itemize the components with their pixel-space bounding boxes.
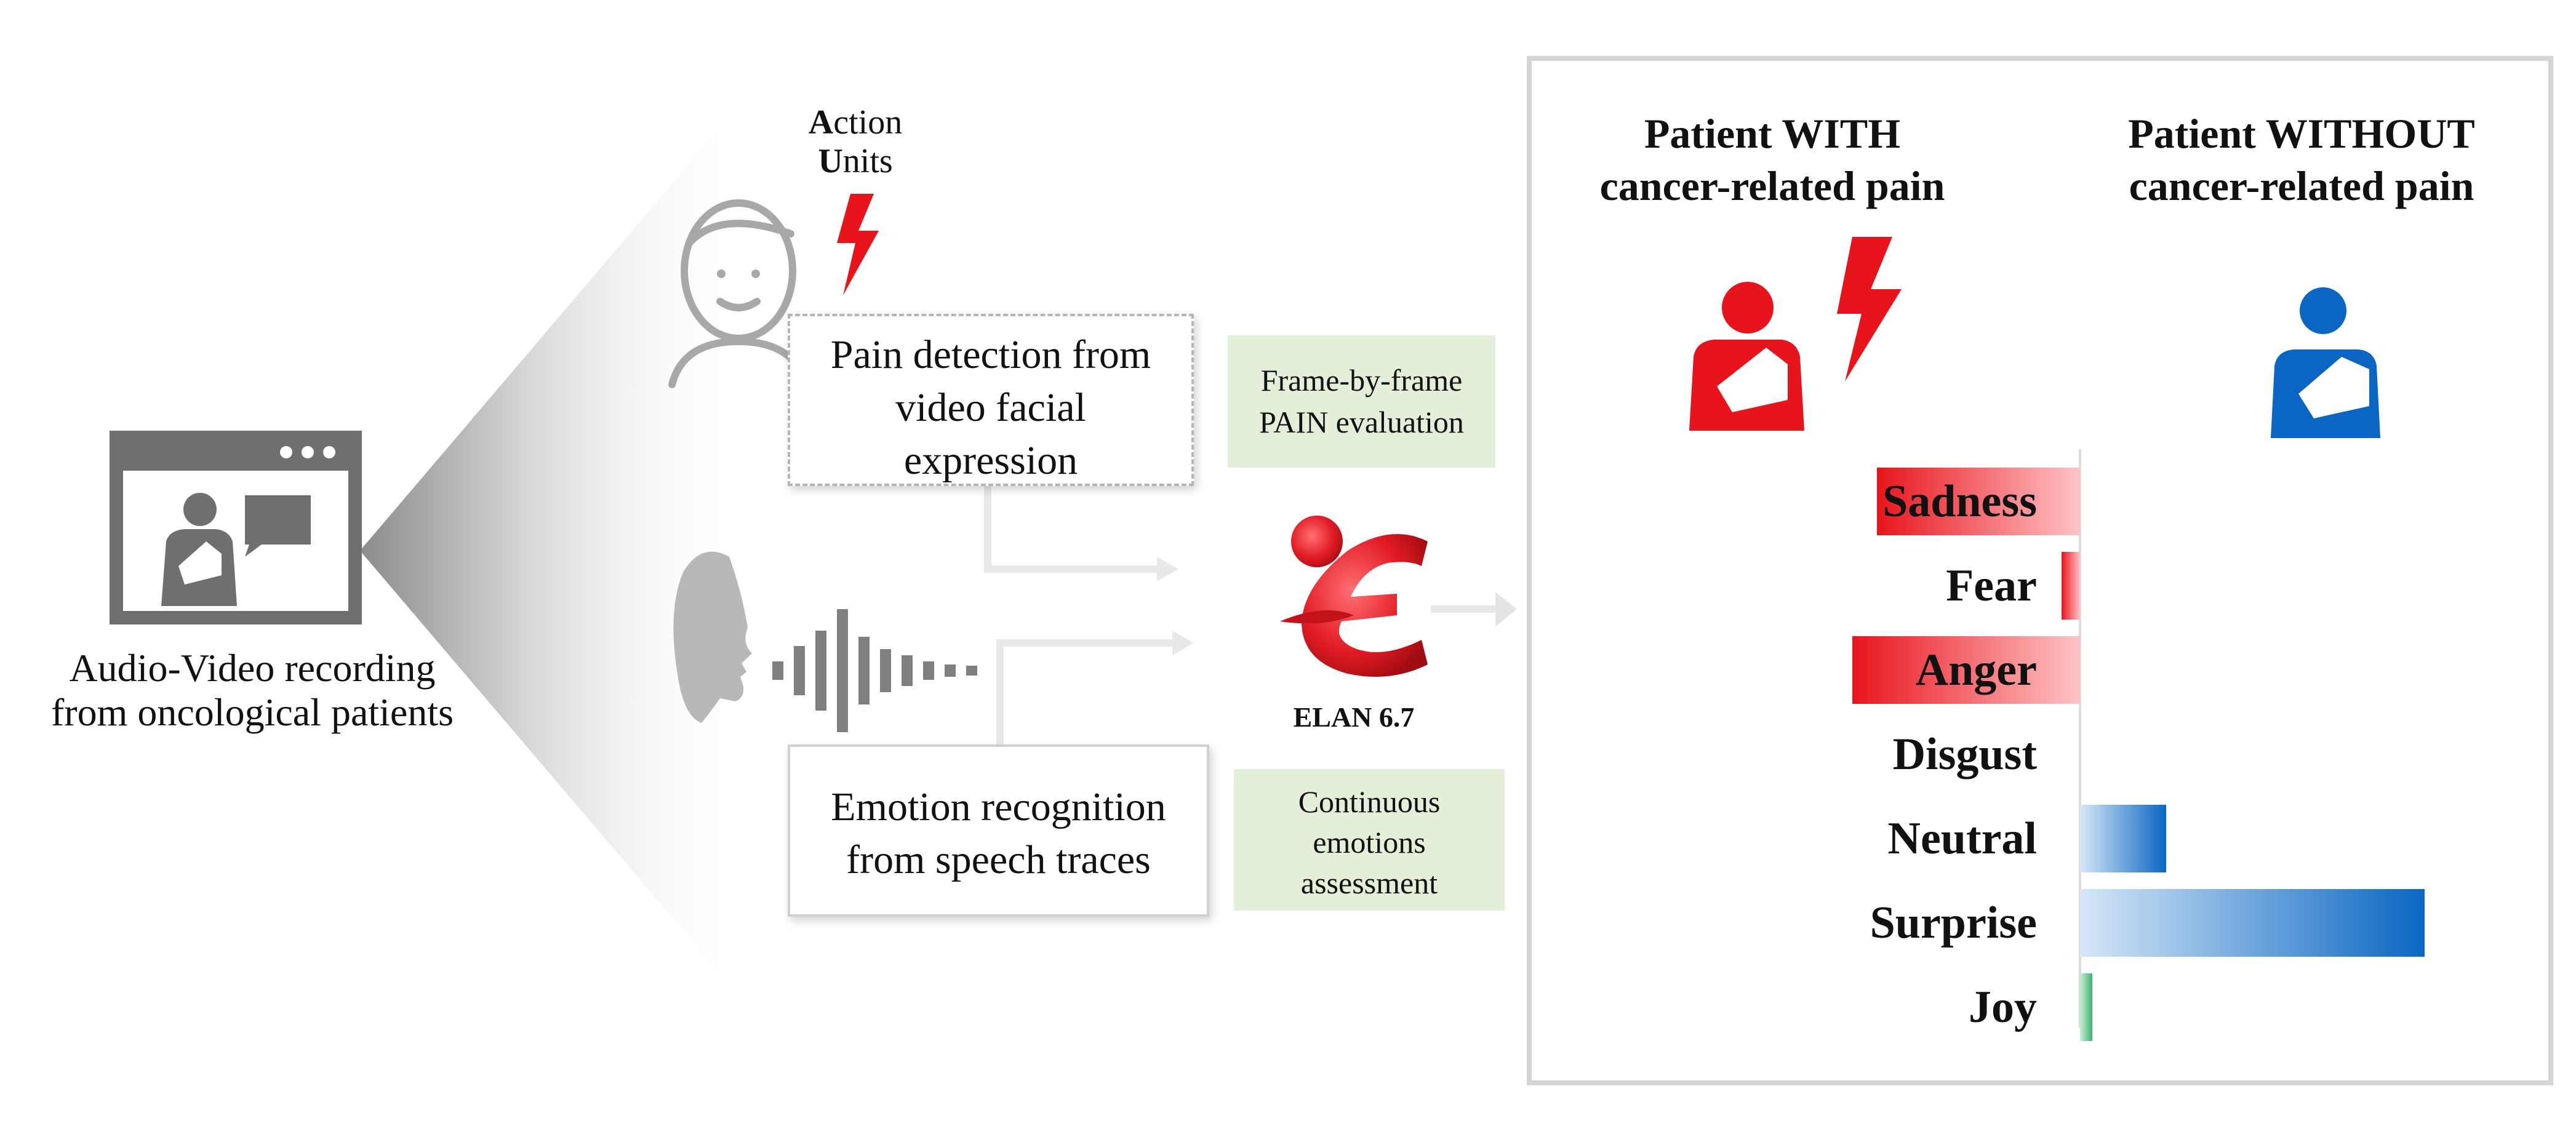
- units-initial: U: [818, 142, 843, 180]
- category-label-anger: Anger: [1915, 645, 2037, 695]
- category-label-joy: Joy: [1969, 982, 2037, 1032]
- frame-note-line2: PAIN evaluation: [1259, 404, 1464, 439]
- video-recording-icon: [110, 431, 362, 624]
- category-label-surprise: Surprise: [1870, 898, 2037, 948]
- pain-box-line1: Pain detection from: [830, 332, 1151, 377]
- action-units-label: Action Units: [757, 103, 954, 180]
- zoom-cone: [360, 117, 729, 984]
- patient-without-pain-icon: [2271, 287, 2380, 438]
- bar-no-pain-joy: [2080, 973, 2092, 1041]
- category-label-sadness: Sadness: [1882, 476, 2037, 527]
- emotion-box-line1: Emotion recognition: [831, 784, 1166, 829]
- recording-caption-line1: Audio-Video recording: [69, 646, 436, 690]
- continuous-note-line1: Continuous: [1298, 784, 1441, 819]
- arrow-to-elan-top: [1157, 557, 1178, 581]
- head-profile-icon: [673, 551, 752, 723]
- with-title-line2: cancer-related pain: [1599, 162, 1945, 209]
- recording-caption-line2: from oncological patients: [50, 690, 454, 734]
- bar-pain-sadness: [1877, 468, 2080, 535]
- emotion-box-line2: from speech traces: [846, 837, 1151, 882]
- category-label-fear: Fear: [1946, 561, 2037, 611]
- patient-with-pain-icon: [1689, 282, 1804, 431]
- action-rest: ction: [833, 103, 903, 142]
- pain-lightning-icon: [1837, 237, 1902, 381]
- face-outline-icon: [668, 199, 810, 388]
- arrow-to-results: [1495, 592, 1517, 626]
- continuous-note-line3: assessment: [1300, 866, 1438, 900]
- frame-by-frame-note: Frame-by-frame PAIN evaluation: [1228, 335, 1495, 468]
- without-pain-title: Patient WITHOUT cancer-related pain: [2074, 108, 2529, 212]
- frame-note-line1: Frame-by-frame: [1260, 363, 1463, 397]
- pain-box-line2: video facial: [895, 385, 1086, 430]
- recording-caption: Audio-Video recording from oncological p…: [0, 646, 505, 734]
- units-rest: nits: [842, 142, 893, 180]
- without-title-line1: Patient WITHOUT: [2128, 110, 2475, 157]
- continuous-note-line2: emotions: [1313, 825, 1426, 860]
- with-title-line1: Patient WITH: [1644, 110, 1901, 157]
- pain-detection-box: Pain detection from video facial express…: [788, 314, 1194, 486]
- with-pain-title: Patient WITH cancer-related pain: [1551, 108, 1994, 212]
- bar-no-pain-surprise: [2080, 889, 2425, 957]
- bar-pain-anger: [1852, 636, 2080, 704]
- category-label-neutral: Neutral: [1887, 813, 2038, 864]
- category-label-disgust: Disgust: [1892, 729, 2037, 780]
- emotion-recognition-box: Emotion recognition from speech traces: [788, 744, 1209, 917]
- elan-label: ELAN 6.7: [1293, 701, 1415, 733]
- lightning-icon: [837, 194, 879, 295]
- arrow-to-elan-bottom: [1172, 631, 1194, 655]
- continuous-emotions-note: Continuous emotions assessment: [1234, 769, 1505, 911]
- sound-wave-icon: [772, 609, 977, 732]
- bar-pain-fear: [2062, 552, 2080, 620]
- bar-no-pain-neutral: [2080, 805, 2166, 872]
- flow-connectors: [984, 486, 1495, 748]
- action-initial: A: [808, 103, 834, 142]
- elan-logo-icon: [1280, 516, 1428, 677]
- pain-box-line3: expression: [903, 437, 1078, 483]
- without-title-line2: cancer-related pain: [2129, 162, 2474, 209]
